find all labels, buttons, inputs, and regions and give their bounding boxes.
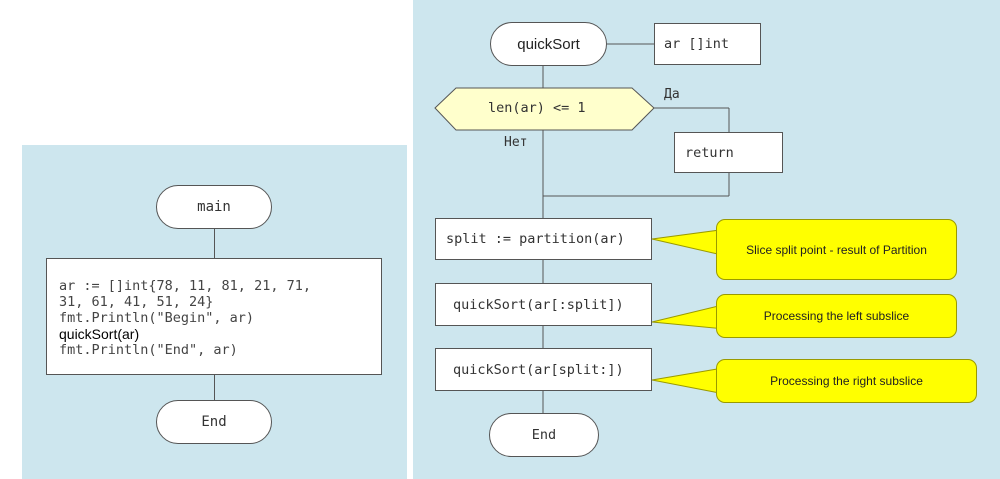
code-line: fmt.Println("End", ar) <box>59 342 238 358</box>
right-call-box: quickSort(ar[split:]) <box>435 348 652 391</box>
left-callout: Processing the left subslice <box>716 294 957 338</box>
main-end-label: End <box>201 414 227 430</box>
left-call-label: quickSort(ar[:split]) <box>453 296 624 313</box>
split-label: split := partition(ar) <box>446 231 625 247</box>
param-box: ar []int <box>654 23 761 65</box>
right-call-label: quickSort(ar[split:]) <box>453 361 624 378</box>
main-end-terminal: End <box>156 400 272 444</box>
main-connector-top <box>214 228 215 258</box>
quicksort-start-label: quickSort <box>517 35 580 53</box>
condition-diamond <box>434 87 655 131</box>
code-line: ar := []int{78, 11, 81, 21, 71, <box>59 278 311 294</box>
left-callout-text: Processing the left subslice <box>763 309 910 323</box>
code-line: 31, 61, 41, 51, 24} <box>59 294 214 310</box>
right-callout-text: Processing the right subslice <box>770 374 923 388</box>
condition-label: len(ar) <= 1 <box>488 100 586 116</box>
split-box: split := partition(ar) <box>435 218 652 260</box>
return-label: return <box>685 144 734 161</box>
main-start-terminal: main <box>156 185 272 229</box>
no-branch-label: Нет <box>504 135 528 150</box>
right-callout: Processing the right subslice <box>716 359 977 403</box>
yes-branch-label: Да <box>664 87 680 102</box>
main-code-lines: ar := []int{78, 11, 81, 21, 71, 31, 61, … <box>59 278 311 358</box>
quicksort-end-terminal: End <box>489 413 599 457</box>
left-call-box: quickSort(ar[:split]) <box>435 283 652 326</box>
split-callout: Slice split point - result of Partition <box>716 219 957 280</box>
code-line: fmt.Println("Begin", ar) <box>59 310 255 326</box>
quicksort-start-terminal: quickSort <box>490 22 607 66</box>
quicksort-end-label: End <box>531 427 557 443</box>
main-connector-bottom <box>214 375 215 400</box>
code-line: quickSort(ar) <box>59 326 140 342</box>
main-start-label: main <box>197 199 231 215</box>
param-label: ar []int <box>664 36 730 52</box>
return-box: return <box>674 132 783 173</box>
split-callout-text: Slice split point - result of Partition <box>746 242 927 257</box>
main-code-block: ar := []int{78, 11, 81, 21, 71, 31, 61, … <box>46 258 382 375</box>
